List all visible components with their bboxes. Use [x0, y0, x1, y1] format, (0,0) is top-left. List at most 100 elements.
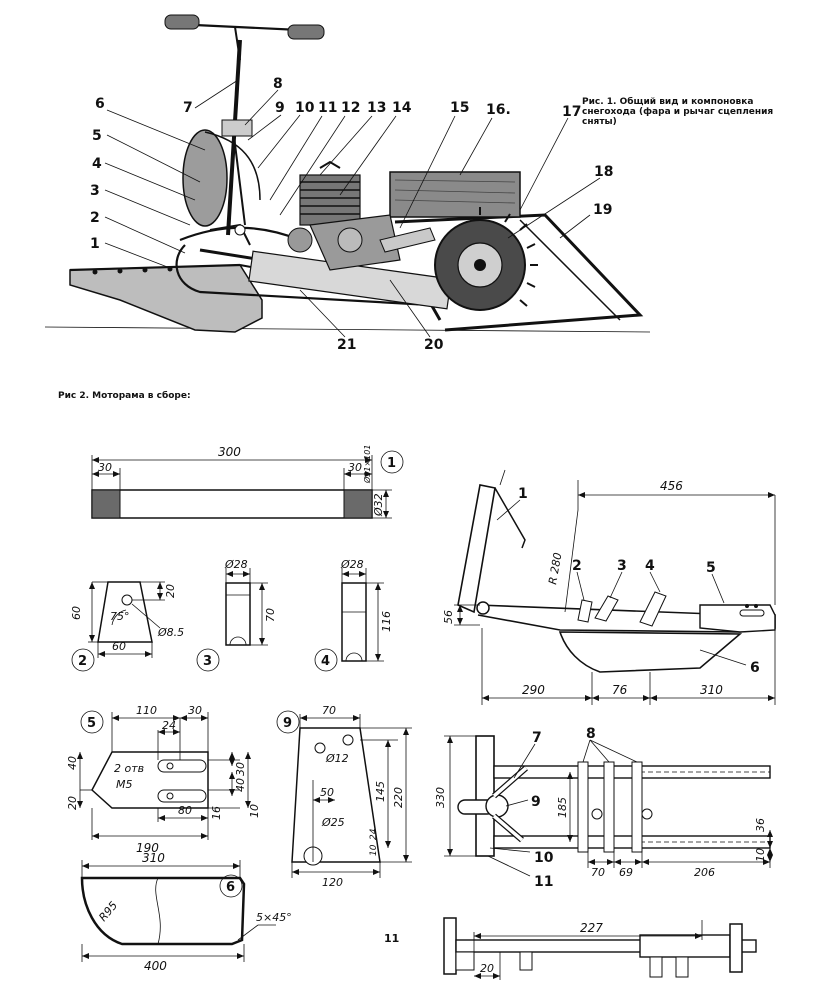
part3-dia: Ø28 — [224, 558, 248, 571]
callout-4: 4 — [92, 156, 102, 172]
callout-5: 5 — [92, 128, 102, 144]
part6-badge — [219, 874, 243, 898]
side-d456: 456 — [660, 479, 683, 493]
part-4-sleeve — [341, 568, 384, 662]
part9-d220: 220 — [392, 787, 405, 808]
part2-hole: Ø8.5 — [157, 626, 184, 639]
part2-angle: 75° — [110, 610, 130, 623]
part9-d10: 10 — [369, 844, 379, 856]
part6-top: 310 — [142, 851, 165, 865]
part-3-sleeve — [225, 568, 268, 646]
side-label-3: 3 — [617, 558, 627, 574]
part5-note1: 2 отв — [114, 762, 144, 775]
part9-id: 9 — [283, 716, 292, 731]
part5-h40: 40 — [66, 756, 79, 770]
part6-bottom: 400 — [144, 959, 167, 973]
part1-spec: Ø31×101 — [362, 445, 372, 484]
part2-id: 2 — [78, 654, 87, 669]
fig1-callouts: 1 2 3 4 5 6 7 8 9 10 11 12 13 14 15 16. … — [90, 76, 613, 353]
part4-id: 4 — [321, 654, 330, 669]
side-d56: 56 — [442, 610, 455, 624]
callout-8: 8 — [273, 76, 283, 92]
side-r280: R 280 — [546, 552, 564, 586]
part4-len: 116 — [380, 611, 393, 632]
part5-w110: 110 — [136, 704, 157, 717]
part9-d24: 24 — [369, 828, 379, 840]
part9-hole1: Ø12 — [325, 752, 349, 765]
callout-9: 9 — [275, 100, 285, 116]
side-d290: 290 — [522, 683, 545, 697]
part5-w24: 24 — [162, 719, 176, 732]
part3-badge — [196, 648, 220, 672]
part5-d80: 80 — [178, 804, 192, 817]
callout-21: 21 — [337, 337, 356, 353]
part3-id: 3 — [203, 654, 212, 669]
part2-base: 60 — [112, 640, 126, 653]
side-label-6: 6 — [750, 660, 760, 676]
part1-end-right: 30 — [348, 461, 362, 474]
top-d69: 69 — [619, 866, 633, 879]
part-2-bracket — [88, 581, 165, 658]
top-d206: 206 — [694, 866, 715, 879]
assembly-bottom-view — [443, 917, 757, 980]
part-6-runner — [80, 860, 276, 962]
top-d10: 10 — [754, 848, 767, 862]
side-d76: 76 — [612, 683, 628, 697]
part-9-plate — [291, 714, 412, 878]
side-label-1: 1 — [518, 486, 528, 502]
part9-badge — [276, 710, 300, 734]
side-d310: 310 — [700, 683, 723, 697]
part6-chamfer: 5×45° — [256, 911, 292, 924]
assembly-top-view — [444, 735, 773, 877]
part4-badge — [314, 648, 338, 672]
part1-badge — [380, 450, 404, 474]
part5-badge — [80, 710, 104, 734]
callout-2: 2 — [90, 210, 100, 226]
callout-10: 10 — [295, 100, 315, 116]
top-label-8: 8 — [586, 726, 596, 742]
part6-id: 6 — [226, 880, 235, 895]
part5-h20: 20 — [66, 796, 79, 810]
callout-11: 11 — [318, 100, 337, 116]
part5-r40: 40 — [234, 778, 247, 792]
part1-end-left: 30 — [98, 461, 112, 474]
fig1-caption-line1: Рис. 1. Общий вид и компоновка — [582, 96, 753, 107]
part2-top: 20 — [164, 584, 177, 598]
top-label-11: 11 — [534, 874, 553, 890]
fig1-caption-line3: сняты) — [582, 117, 617, 127]
top-d185: 185 — [556, 797, 569, 818]
callout-20: 20 — [424, 337, 444, 353]
assembly-side-view — [454, 469, 776, 705]
snowmobile-illustration — [44, 14, 651, 333]
part1-dia: Ø32 — [372, 493, 385, 517]
part4-dia: Ø28 — [340, 558, 364, 571]
callout-3: 3 — [90, 183, 100, 199]
side-label-5: 5 — [706, 560, 716, 576]
callout-14: 14 — [392, 100, 412, 116]
callout-19: 19 — [593, 202, 612, 218]
callout-13: 13 — [367, 100, 386, 116]
callout-6: 6 — [95, 96, 105, 112]
bottom-d20: 20 — [480, 962, 494, 975]
fig1-caption-line2: снегохода (фара и рычаг сцепления — [582, 107, 773, 117]
bottom-d227: 227 — [580, 921, 603, 935]
part9-hole2: Ø25 — [321, 816, 345, 829]
page-number: 11 — [384, 932, 399, 945]
part9-d50: 50 — [320, 786, 334, 799]
callout-15: 15 — [450, 100, 469, 116]
callout-1: 1 — [90, 236, 100, 252]
part2-badge — [71, 648, 95, 672]
part3-len: 70 — [264, 608, 277, 622]
top-d330: 330 — [434, 787, 447, 808]
part5-d190: 190 — [136, 841, 159, 855]
part5-id: 5 — [87, 716, 96, 731]
part-5-plate — [77, 712, 251, 840]
callout-18: 18 — [594, 164, 613, 180]
part5-w30: 30 — [188, 704, 202, 717]
callout-17: 17 — [562, 104, 581, 120]
part5-r30: 30 — [234, 762, 247, 776]
part9-bottom: 120 — [322, 876, 343, 889]
part5-note2: M5 — [116, 778, 133, 791]
fig2-caption: Рис 2. Моторама в сборе: — [58, 390, 191, 401]
